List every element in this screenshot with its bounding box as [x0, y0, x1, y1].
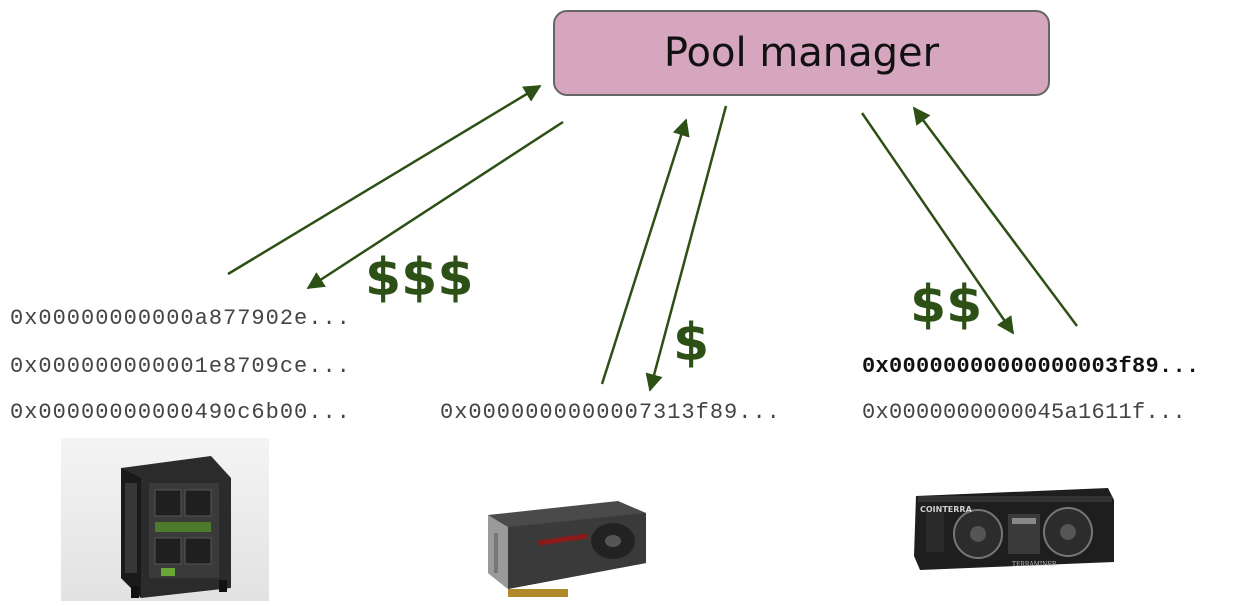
- middle-hash-1: 0x0000000000007313f89...: [440, 400, 781, 425]
- right-payout-arrow: [860, 112, 1015, 335]
- left-share-arrow: [227, 84, 542, 276]
- pool-manager-box: Pool manager: [553, 10, 1050, 96]
- middle-payout-label: $: [673, 313, 710, 373]
- right-payout-label: $$: [910, 275, 983, 335]
- left-hash-1: 0x00000000000a877902e...: [10, 306, 351, 331]
- left-payout-label: $$$: [365, 248, 474, 308]
- middle-payout-arrow: [645, 105, 728, 392]
- right-hash-2: 0x0000000000045a1611f...: [862, 400, 1187, 425]
- pool-manager-label: Pool manager: [663, 30, 940, 76]
- left-payout-arrow: [306, 120, 564, 290]
- right-share-arrow: [912, 106, 1079, 327]
- left-hash-2: 0x000000000001e8709ce...: [10, 354, 351, 379]
- mining-rig-icon: [61, 438, 269, 601]
- gpu-card-icon: [468, 493, 648, 601]
- left-hash-3: 0x00000000000490c6b00...: [10, 400, 351, 425]
- asic-miner-icon: COINTERRA TERRAMINER: [908, 482, 1118, 574]
- middle-share-arrow: [600, 118, 690, 385]
- right-hash-1: 0x00000000000000003f89...: [862, 354, 1200, 379]
- asic-model-text: TERRAMINER: [1012, 561, 1057, 568]
- asic-brand-text: COINTERRA: [920, 505, 973, 514]
